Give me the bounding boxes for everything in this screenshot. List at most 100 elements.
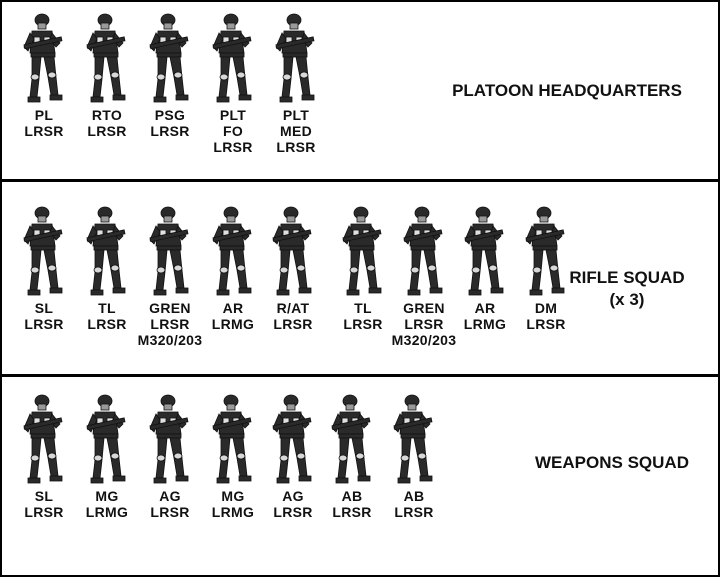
position-label-line: TL — [354, 300, 372, 316]
section-title: PLATOON HEADQUARTERS — [452, 81, 682, 100]
soldier-figure-icon — [198, 394, 268, 486]
position-label-line: LRSR — [24, 123, 64, 139]
section-title: WEAPONS SQUAD — [535, 453, 689, 472]
soldier-figure-icon — [389, 206, 459, 298]
soldier-figure-icon — [450, 206, 520, 298]
position-label-line: LRSR — [24, 504, 64, 520]
soldier-figure-icon — [379, 394, 449, 486]
position-label-line: DM — [534, 300, 558, 316]
position-label-line: LRSR — [343, 316, 383, 332]
position-label-line: LRSR — [404, 316, 444, 332]
section-multiplier: (x 3) — [609, 290, 645, 309]
position-label-line: PL — [34, 107, 54, 123]
position-label-line: LRMG — [463, 316, 507, 332]
soldier-figure-icon — [9, 13, 79, 105]
position-label-line: LRSR — [394, 504, 434, 520]
section-title-text: RIFLE SQUAD — [569, 268, 685, 287]
position-label-line: AB — [403, 488, 425, 504]
soldier-figure-icon — [135, 394, 205, 486]
position-label-line: AG — [282, 488, 304, 504]
position-label-line: TL — [98, 300, 116, 316]
position-label-line: LRSR — [150, 316, 190, 332]
soldier-figure-icon — [198, 13, 268, 105]
soldier-figure-icon — [261, 13, 331, 105]
position-label-line: PLT — [282, 107, 310, 123]
position-label-line: AG — [159, 488, 181, 504]
soldier-figure-icon — [328, 206, 398, 298]
position-label-line: LRSR — [87, 123, 127, 139]
position-label-line: GREN — [403, 300, 445, 316]
position-label-line: SL — [34, 488, 54, 504]
position-label-line: AB — [341, 488, 363, 504]
soldier-figure-icon — [72, 394, 142, 486]
position-label-line: PSG — [154, 107, 186, 123]
position-label-line: M320/203 — [391, 332, 457, 348]
section-platoon-headquarters: PLATOON HEADQUARTERS — [2, 2, 718, 179]
position-label-line: MG — [95, 488, 119, 504]
position-label-line: LRSR — [213, 139, 253, 155]
position-label-line: LRSR — [87, 316, 127, 332]
position-label-line: LRMG — [211, 504, 255, 520]
position-label-line: M320/203 — [137, 332, 203, 348]
position-label-line: LRSR — [150, 504, 190, 520]
soldier-figure-icon — [72, 206, 142, 298]
soldier-figure-icon — [258, 206, 328, 298]
soldier-figure-icon — [511, 206, 581, 298]
position-label-line: MG — [221, 488, 245, 504]
position-label-line: LRSR — [273, 504, 313, 520]
position-label-line: AR — [474, 300, 496, 316]
position-label-line: LRSR — [332, 504, 372, 520]
position-label-line: LRSR — [150, 123, 190, 139]
soldier-figure-icon — [9, 394, 79, 486]
section-weapons-squad: WEAPONS SQUAD — [2, 374, 718, 578]
soldier-figure-icon — [317, 394, 387, 486]
soldier-figure-icon — [9, 206, 79, 298]
soldier-figure-icon — [198, 206, 268, 298]
position-label-line: RTO — [91, 107, 123, 123]
position-label-line: R/AT — [276, 300, 310, 316]
soldier-figure-icon — [72, 13, 142, 105]
position-label-line: FO — [222, 123, 244, 139]
soldier-figure-icon — [135, 206, 205, 298]
position-label-line: LRMG — [211, 316, 255, 332]
position-label-line: AR — [222, 300, 244, 316]
position-label-line: LRMG — [85, 504, 129, 520]
position-label-line: LRSR — [526, 316, 566, 332]
